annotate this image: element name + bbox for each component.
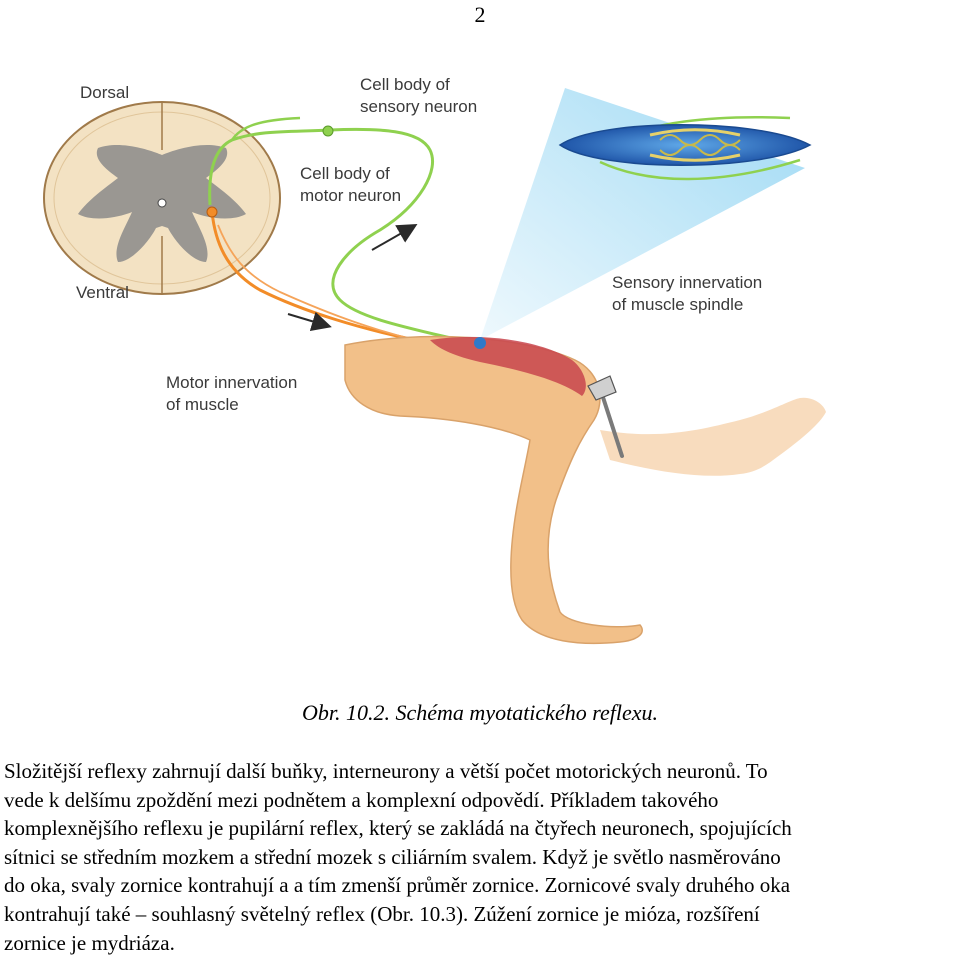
body-paragraph: Složitější reflexy zahrnují další buňky,… (4, 757, 956, 957)
page-number: 2 (0, 2, 960, 28)
label-dorsal: Dorsal (80, 83, 129, 102)
sensory-cell-body (323, 126, 333, 136)
label-sensory-innervation: Sensory innervation of muscle spindle (612, 273, 767, 314)
body-line: kontrahují také – souhlasný světelný ref… (4, 900, 956, 929)
myotatic-reflex-figure: Dorsal Ventral Cell body of sensory neur… (0, 40, 960, 690)
spinal-cord-section (44, 102, 280, 294)
body-line: do oka, svaly zornice kontrahují a a tím… (4, 871, 956, 900)
motor-cell-body (207, 207, 217, 217)
label-ventral: Ventral (76, 283, 129, 302)
spindle-location (474, 337, 486, 349)
extended-leg (600, 398, 826, 476)
label-motor-cell-body: Cell body of motor neuron (300, 164, 401, 205)
body-line: Složitější reflexy zahrnují další buňky,… (4, 757, 956, 786)
body-line: zornice je mydriáza. (4, 929, 956, 958)
body-line: komplexnějšího reflexu je pupilární refl… (4, 814, 956, 843)
label-sensory-cell-body: Cell body of sensory neuron (360, 75, 477, 116)
body-line: sítnici se středním mozkem a střední moz… (4, 843, 956, 872)
central-canal (158, 199, 166, 207)
figure-caption: Obr. 10.2. Schéma myotatického reflexu. (0, 700, 960, 726)
body-line: vede k delšímu zpoždění mezi podnětem a … (4, 786, 956, 815)
label-motor-innervation: Motor innervation of muscle (166, 373, 302, 414)
